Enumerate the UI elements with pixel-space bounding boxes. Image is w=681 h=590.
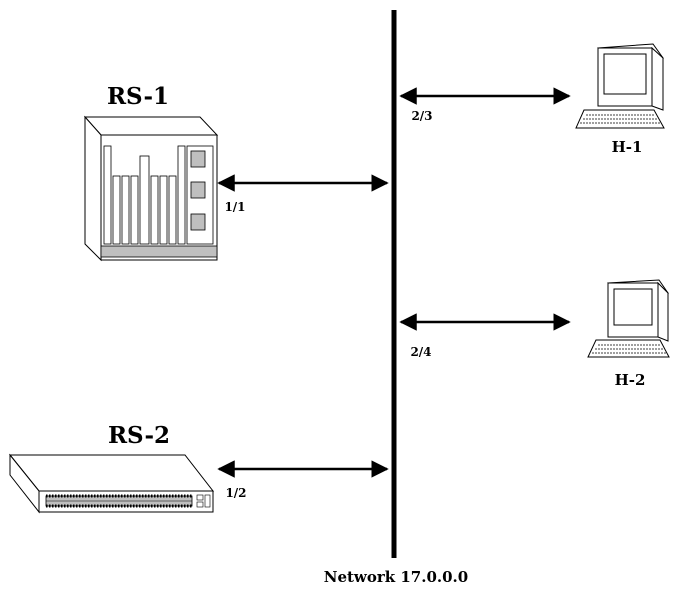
h1-computer-icon[interactable]: [576, 44, 664, 128]
rs1-chassis-icon[interactable]: [85, 117, 217, 260]
h2-port-label: 2/4: [410, 345, 431, 359]
rs2-switch-icon[interactable]: [10, 455, 213, 512]
h2-label: H-2: [615, 371, 646, 389]
h1-label: H-1: [612, 138, 643, 156]
h1-port-label: 2/3: [411, 109, 432, 123]
rs2-label: RS-2: [108, 422, 170, 449]
rs2-port-label: 1/2: [225, 486, 246, 500]
network-label: Network 17.0.0.0: [324, 568, 468, 586]
rs1-port-label: 1/1: [224, 200, 245, 214]
h2-computer-icon[interactable]: [588, 280, 669, 357]
rs1-label: RS-1: [107, 83, 169, 110]
